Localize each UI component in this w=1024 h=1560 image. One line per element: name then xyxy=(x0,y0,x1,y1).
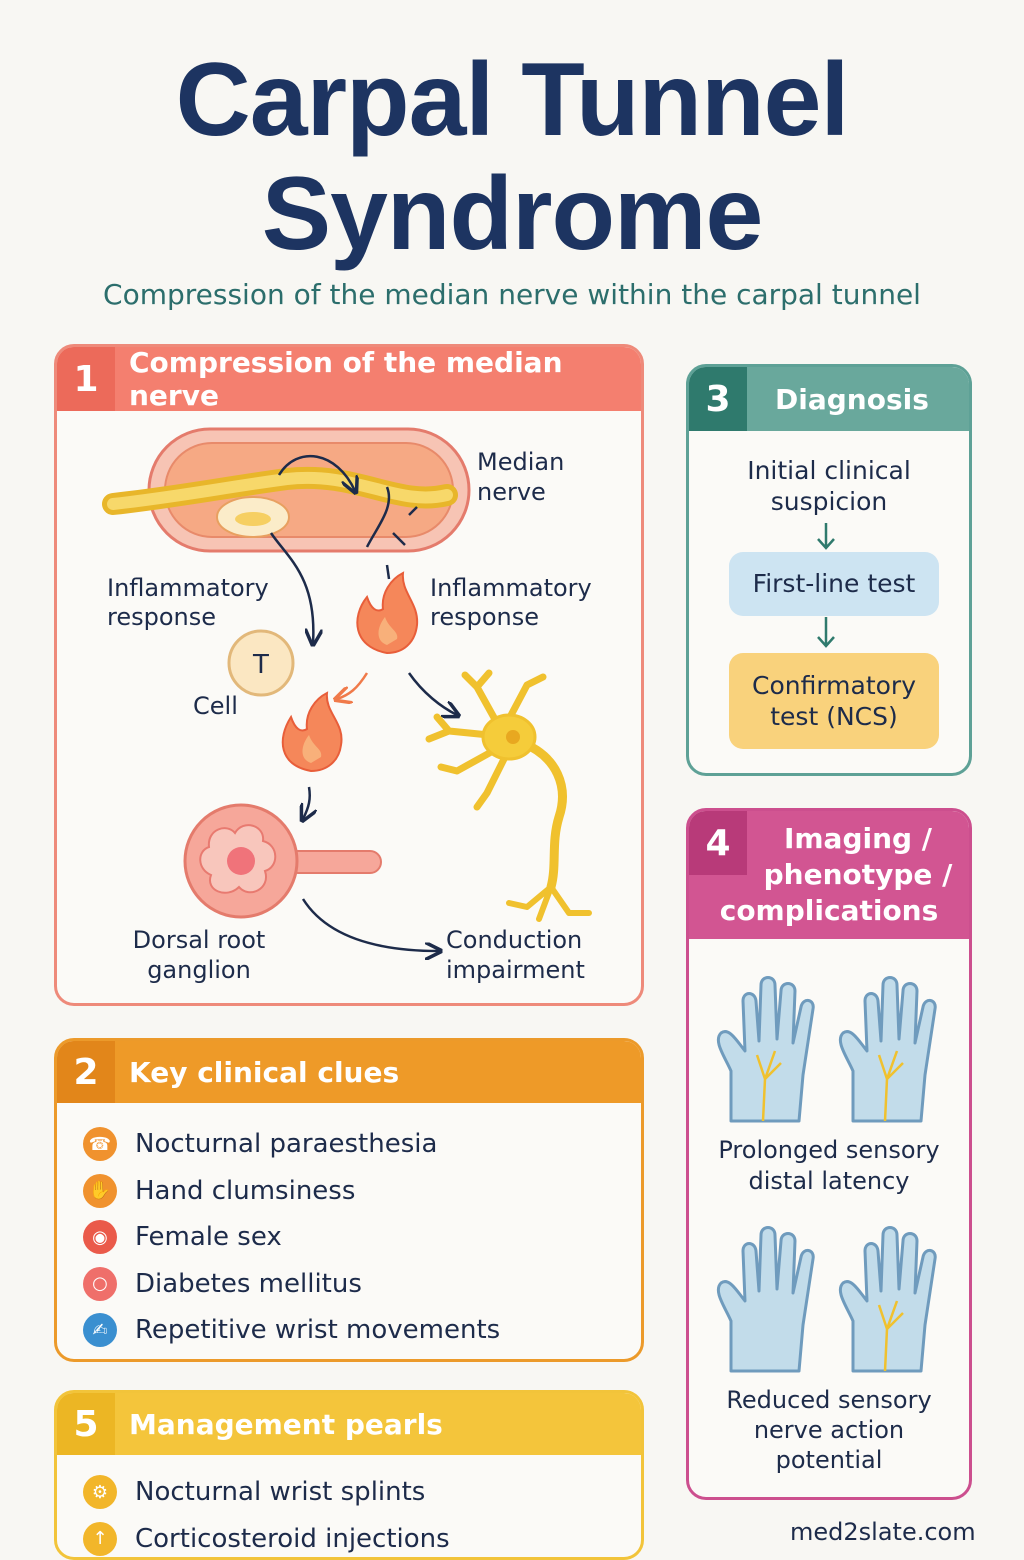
confirmatory-label-2: test (NCS) xyxy=(729,701,939,732)
caption1-line2: distal latency xyxy=(689,1166,969,1197)
list-item: ☎ Nocturnal paraesthesia xyxy=(83,1121,500,1168)
caption1-line1: Prolonged sensory xyxy=(689,1135,969,1166)
clue-label: Diabetes mellitus xyxy=(135,1269,362,1299)
page-title-line2: Syndrome xyxy=(0,162,1024,266)
injection-icon: ↑ xyxy=(83,1522,117,1556)
pin-icon: ◉ xyxy=(83,1220,117,1254)
drg-label-2: ganglion xyxy=(129,955,269,985)
t-cell-icon: T xyxy=(229,631,293,695)
list-item: ↑ Corticosteroid injections xyxy=(83,1516,450,1560)
panel-compression: 1 Compression of the median nerve xyxy=(54,344,644,1006)
management-list: ⚙ Nocturnal wrist splints ↑ Corticostero… xyxy=(83,1469,450,1560)
first-line-test-box: First-line test xyxy=(729,552,939,616)
clue-label: Hand clumsiness xyxy=(135,1176,355,1206)
inflammatory-right-label-2: response xyxy=(430,602,539,632)
confirmatory-label-1: Confirmatory xyxy=(729,670,939,701)
hand-icon xyxy=(840,978,935,1122)
caption2-line1: Reduced sensory xyxy=(689,1385,969,1416)
panel-clinical-clues: 2 Key clinical clues ☎ Nocturnal paraest… xyxy=(54,1038,644,1362)
list-item: ◉ Female sex xyxy=(83,1214,500,1261)
phone-icon: ☎ xyxy=(83,1127,117,1161)
clinical-clues-list: ☎ Nocturnal paraesthesia ✋ Hand clumsine… xyxy=(83,1121,500,1354)
dorsal-root-ganglion-icon xyxy=(185,805,381,917)
compression-diagram: T xyxy=(57,347,644,1006)
inflammation-flame-lower-icon xyxy=(283,693,342,771)
footer-credit: med2slate.com xyxy=(790,1518,976,1546)
neuron-icon xyxy=(429,673,589,919)
cell-label: Cell xyxy=(193,691,238,721)
list-item: ○ Diabetes mellitus xyxy=(83,1261,500,1308)
hand-icon xyxy=(718,978,813,1122)
clue-label: Female sex xyxy=(135,1222,282,1252)
page-title-line1: Carpal Tunnel xyxy=(0,48,1024,152)
list-item: ✍ Repetitive wrist movements xyxy=(83,1307,500,1354)
arrow-down-icon xyxy=(818,617,834,646)
arrow-down-icon xyxy=(818,523,834,548)
conduction-label-2: impairment xyxy=(446,955,585,985)
panel-title: Management pearls xyxy=(115,1408,443,1441)
panel-number: 2 xyxy=(57,1041,115,1103)
panel-number: 5 xyxy=(57,1393,115,1455)
hand-icon xyxy=(840,1228,935,1372)
median-nerve-label-2: nerve xyxy=(477,477,546,507)
panel-diagnosis: 3 Diagnosis Initial clinical suspicion F… xyxy=(686,364,972,776)
caption2-line3: potential xyxy=(689,1445,969,1476)
management-label: Nocturnal wrist splints xyxy=(135,1477,425,1507)
clue-label: Nocturnal paraesthesia xyxy=(135,1129,437,1159)
clue-label: Repetitive wrist movements xyxy=(135,1315,500,1345)
wrist-icon: ✍ xyxy=(83,1313,117,1347)
inflammatory-left-label-1: Inflammatory xyxy=(107,573,269,603)
management-label: Corticosteroid injections xyxy=(135,1524,450,1554)
hand-icon: ✋ xyxy=(83,1174,117,1208)
confirmatory-test-box: Confirmatory test (NCS) xyxy=(729,653,939,749)
inflammatory-left-label-2: response xyxy=(107,602,216,632)
caption2-line2: nerve action xyxy=(689,1415,969,1446)
page-subtitle: Compression of the median nerve within t… xyxy=(0,278,1024,311)
median-nerve-label-1: Median xyxy=(477,447,564,477)
conduction-label-1: Conduction xyxy=(446,925,582,955)
t-cell-letter: T xyxy=(252,650,269,680)
panel-clues-header: 2 Key clinical clues xyxy=(57,1041,641,1103)
inflammation-flame-icon xyxy=(357,573,417,653)
panel-management: 5 Management pearls ⚙ Nocturnal wrist sp… xyxy=(54,1390,644,1560)
panel-management-header: 5 Management pearls xyxy=(57,1393,641,1455)
search-icon: ○ xyxy=(83,1267,117,1301)
panel-title: Key clinical clues xyxy=(115,1056,399,1089)
panel-imaging: 4 Imaging / phenotype / complications Pr… xyxy=(686,808,972,1500)
hand-icon xyxy=(718,1228,813,1372)
first-line-test-label: First-line test xyxy=(753,569,916,598)
drg-label-1: Dorsal root xyxy=(129,925,269,955)
list-item: ✋ Hand clumsiness xyxy=(83,1168,500,1215)
inflammatory-right-label-1: Inflammatory xyxy=(430,573,592,603)
list-item: ⚙ Nocturnal wrist splints xyxy=(83,1469,450,1516)
splint-icon: ⚙ xyxy=(83,1475,117,1509)
